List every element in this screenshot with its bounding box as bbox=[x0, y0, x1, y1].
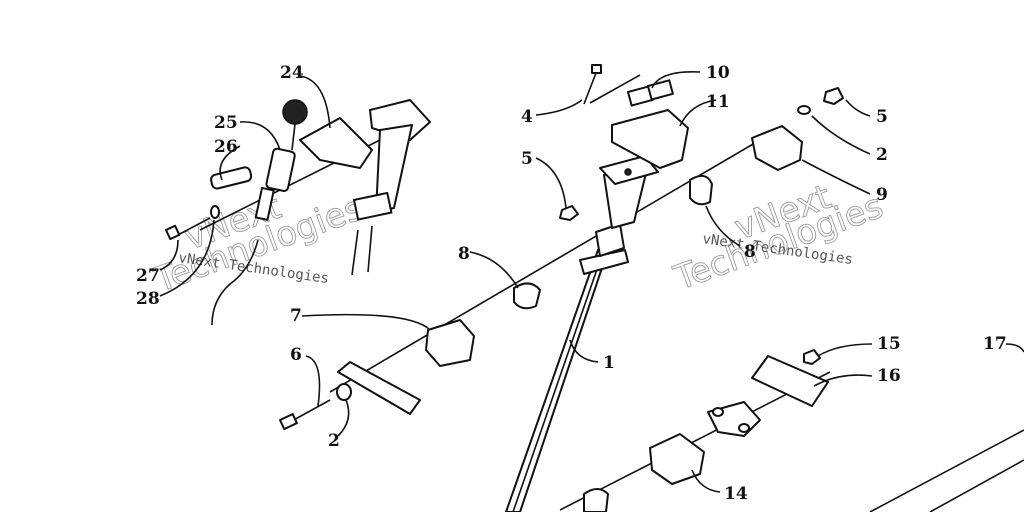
callout-5-center: 5 bbox=[521, 149, 533, 169]
callout-8-right: 8 bbox=[744, 242, 756, 262]
callout-24: 24 bbox=[280, 63, 304, 83]
callout-27: 27 bbox=[136, 266, 160, 286]
callout-28: 28 bbox=[136, 289, 160, 309]
plate-lower-left bbox=[279, 361, 421, 431]
block-7 bbox=[425, 319, 475, 367]
callout-5-right: 5 bbox=[876, 107, 888, 127]
bushing-8-right bbox=[689, 174, 713, 206]
callout-1: 1 bbox=[603, 353, 615, 373]
callout-16: 16 bbox=[877, 366, 901, 386]
clamp-9 bbox=[751, 87, 844, 171]
lower-clamp-14 bbox=[583, 401, 761, 512]
callout-8-center: 8 bbox=[458, 244, 470, 264]
axis-lines bbox=[199, 74, 1024, 512]
callout-11: 11 bbox=[706, 92, 730, 112]
steering-column bbox=[505, 155, 659, 512]
callout-7: 7 bbox=[290, 306, 302, 326]
callout-2-right: 2 bbox=[876, 145, 888, 165]
callout-15: 15 bbox=[877, 334, 901, 354]
callout-25: 25 bbox=[214, 113, 238, 133]
callout-10: 10 bbox=[706, 63, 730, 83]
callout-6: 6 bbox=[290, 345, 302, 365]
callout-26: 26 bbox=[214, 137, 238, 157]
leader-lines bbox=[159, 71, 1024, 493]
throttle-assembly bbox=[165, 99, 373, 326]
column-bracket bbox=[611, 79, 689, 169]
bushing-8-center bbox=[513, 282, 541, 310]
bolt-4 bbox=[583, 64, 602, 105]
left-column-support bbox=[351, 99, 431, 276]
callout-9: 9 bbox=[876, 185, 888, 205]
callouts: 1 2 2 4 5 5 6 7 8 8 9 10 11 14 15 16 17 … bbox=[136, 63, 1007, 504]
callout-4: 4 bbox=[521, 107, 533, 127]
callout-17: 17 bbox=[983, 334, 1007, 354]
nut-5-center bbox=[559, 205, 579, 221]
callout-2-left: 2 bbox=[328, 431, 340, 451]
callout-14: 14 bbox=[724, 484, 748, 504]
plate-16 bbox=[751, 349, 829, 407]
